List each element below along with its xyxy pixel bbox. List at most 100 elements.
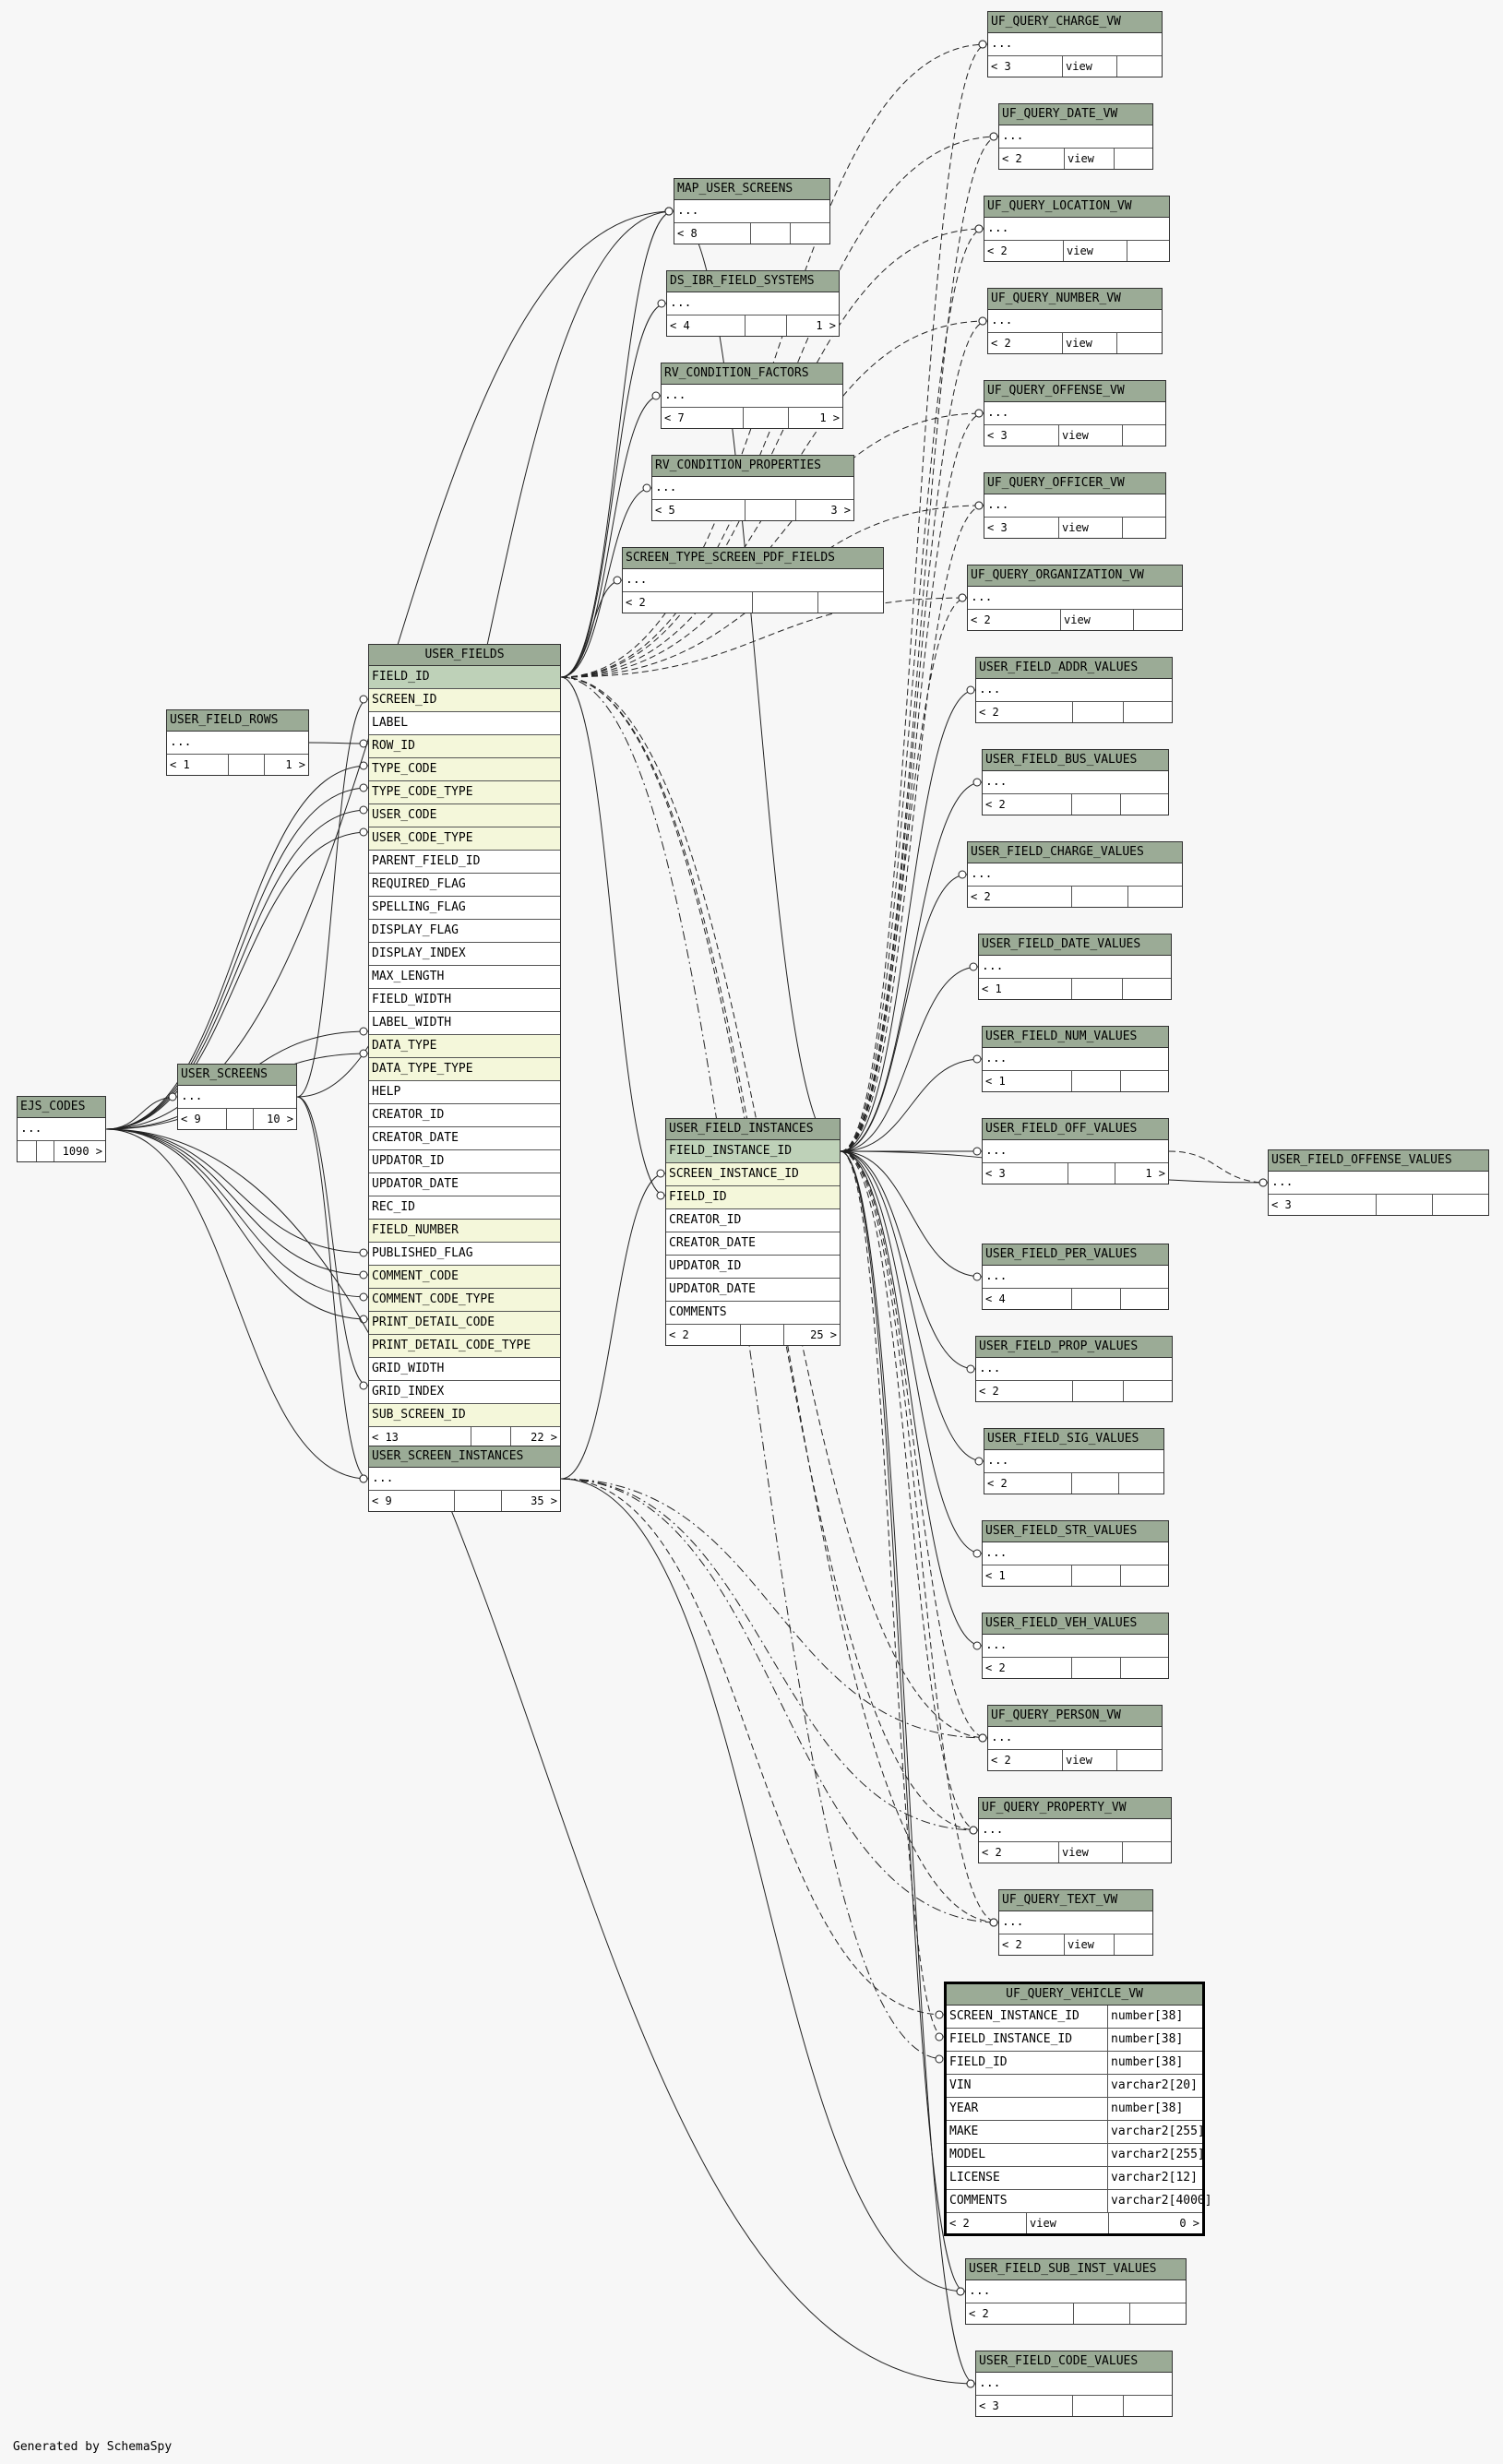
collapsed-columns[interactable]: ... xyxy=(976,679,1172,702)
column-row[interactable]: COMMENT_CODE_TYPE xyxy=(369,1289,560,1312)
column-row[interactable]: LABEL_WIDTH xyxy=(369,1012,560,1035)
table-header[interactable]: UF_QUERY_PROPERTY_VW xyxy=(979,1798,1171,1819)
column-row[interactable]: REQUIRED_FLAG xyxy=(369,874,560,897)
table-ejs-codes[interactable]: EJS_CODES...1090 > xyxy=(17,1096,106,1162)
column-row[interactable]: UPDATOR_ID xyxy=(369,1150,560,1173)
collapsed-columns[interactable]: ... xyxy=(999,125,1152,149)
collapsed-columns[interactable]: ... xyxy=(968,587,1182,610)
table-header[interactable]: USER_FIELD_INSTANCES xyxy=(666,1119,840,1140)
collapsed-columns[interactable]: ... xyxy=(979,956,1171,979)
table-header[interactable]: UF_QUERY_VEHICLE_VW xyxy=(947,1984,1202,2006)
collapsed-columns[interactable]: ... xyxy=(983,1266,1168,1289)
column-row[interactable]: FIELD_INSTANCE_ID xyxy=(666,1140,840,1163)
table-user-field-offense-values[interactable]: USER_FIELD_OFFENSE_VALUES...< 3 xyxy=(1268,1149,1489,1216)
column-row[interactable]: GRID_INDEX xyxy=(369,1381,560,1404)
table-header[interactable]: USER_FIELD_ROWS xyxy=(167,710,308,732)
collapsed-columns[interactable]: ... xyxy=(968,863,1182,887)
column-row[interactable]: SUB_SCREEN_ID xyxy=(369,1404,560,1427)
table-header[interactable]: RV_CONDITION_PROPERTIES xyxy=(652,456,853,477)
column-row[interactable]: FIELD_ID xyxy=(666,1186,840,1209)
table-header[interactable]: USER_FIELD_CHARGE_VALUES xyxy=(968,842,1182,863)
column-row[interactable]: REC_ID xyxy=(369,1196,560,1220)
column-row[interactable]: PRINT_DETAIL_CODE_TYPE xyxy=(369,1335,560,1358)
table-user-field-sub-inst-values[interactable]: USER_FIELD_SUB_INST_VALUES...< 2 xyxy=(965,2258,1187,2325)
column-row[interactable]: CREATOR_DATE xyxy=(666,1232,840,1256)
column-row[interactable]: USER_CODE_TYPE xyxy=(369,827,560,851)
collapsed-columns[interactable]: ... xyxy=(1269,1172,1488,1195)
column-row[interactable]: CREATOR_ID xyxy=(666,1209,840,1232)
table-header[interactable]: UF_QUERY_ORGANIZATION_VW xyxy=(968,565,1182,587)
table-header[interactable]: USER_FIELD_DATE_VALUES xyxy=(979,934,1171,956)
collapsed-columns[interactable]: ... xyxy=(369,1468,560,1491)
table-header[interactable]: UF_QUERY_LOCATION_VW xyxy=(984,196,1169,218)
table-header[interactable]: USER_FIELD_NUM_VALUES xyxy=(983,1027,1168,1048)
table-header[interactable]: MAP_USER_SCREENS xyxy=(674,179,829,200)
column-row[interactable]: UPDATOR_ID xyxy=(666,1256,840,1279)
table-header[interactable]: DS_IBR_FIELD_SYSTEMS xyxy=(667,271,839,292)
column-row[interactable]: SCREEN_ID xyxy=(369,689,560,712)
table-header[interactable]: RV_CONDITION_FACTORS xyxy=(662,363,842,385)
table-header[interactable]: USER_FIELD_PER_VALUES xyxy=(983,1244,1168,1266)
table-map-user-screens[interactable]: MAP_USER_SCREENS...< 8 xyxy=(674,178,830,244)
table-header[interactable]: USER_FIELD_OFFENSE_VALUES xyxy=(1269,1150,1488,1172)
column-row[interactable]: UPDATOR_DATE xyxy=(369,1173,560,1196)
table-header[interactable]: EJS_CODES xyxy=(18,1097,105,1118)
table-header[interactable]: USER_FIELD_PROP_VALUES xyxy=(976,1337,1172,1358)
table-header[interactable]: USER_SCREENS xyxy=(178,1065,296,1086)
table-user-field-per-values[interactable]: USER_FIELD_PER_VALUES...< 4 xyxy=(982,1244,1169,1310)
column-row[interactable]: SCREEN_INSTANCE_ID xyxy=(666,1163,840,1186)
collapsed-columns[interactable]: ... xyxy=(984,218,1169,241)
collapsed-columns[interactable]: ... xyxy=(18,1118,105,1141)
table-header[interactable]: UF_QUERY_NUMBER_VW xyxy=(988,289,1162,310)
collapsed-columns[interactable]: ... xyxy=(623,569,883,592)
table-header[interactable]: USER_FIELD_SIG_VALUES xyxy=(984,1429,1163,1450)
column-row[interactable]: PARENT_FIELD_ID xyxy=(369,851,560,874)
column-row[interactable]: UPDATOR_DATE xyxy=(666,1279,840,1302)
table-user-field-code-values[interactable]: USER_FIELD_CODE_VALUES...< 3 xyxy=(975,2351,1173,2417)
collapsed-columns[interactable]: ... xyxy=(983,771,1168,794)
column-row[interactable]: HELP xyxy=(369,1081,560,1104)
column-row[interactable]: USER_CODE xyxy=(369,804,560,827)
column-row[interactable]: LABEL xyxy=(369,712,560,735)
table-user-field-addr-values[interactable]: USER_FIELD_ADDR_VALUES...< 2 xyxy=(975,657,1173,723)
collapsed-columns[interactable]: ... xyxy=(983,1542,1168,1565)
collapsed-columns[interactable]: ... xyxy=(983,1048,1168,1071)
column-row[interactable]: DATA_TYPE xyxy=(369,1035,560,1058)
collapsed-columns[interactable]: ... xyxy=(976,1358,1172,1381)
table-user-field-num-values[interactable]: USER_FIELD_NUM_VALUES...< 1 xyxy=(982,1026,1169,1092)
collapsed-columns[interactable]: ... xyxy=(178,1086,296,1109)
collapsed-columns[interactable]: ... xyxy=(984,494,1165,518)
column-row[interactable]: PUBLISHED_FLAG xyxy=(369,1243,560,1266)
table-user-field-veh-values[interactable]: USER_FIELD_VEH_VALUES...< 2 xyxy=(982,1613,1169,1679)
column-row[interactable]: ROW_ID xyxy=(369,735,560,758)
collapsed-columns[interactable]: ... xyxy=(988,33,1162,56)
column-row[interactable]: GRID_WIDTH xyxy=(369,1358,560,1381)
column-row[interactable]: SPELLING_FLAG xyxy=(369,897,560,920)
collapsed-columns[interactable]: ... xyxy=(966,2280,1186,2303)
collapsed-columns[interactable]: ... xyxy=(988,1727,1162,1750)
column-row[interactable]: FIELD_NUMBER xyxy=(369,1220,560,1243)
table-user-field-bus-values[interactable]: USER_FIELD_BUS_VALUES...< 2 xyxy=(982,749,1169,815)
table-header[interactable]: UF_QUERY_DATE_VW xyxy=(999,104,1152,125)
